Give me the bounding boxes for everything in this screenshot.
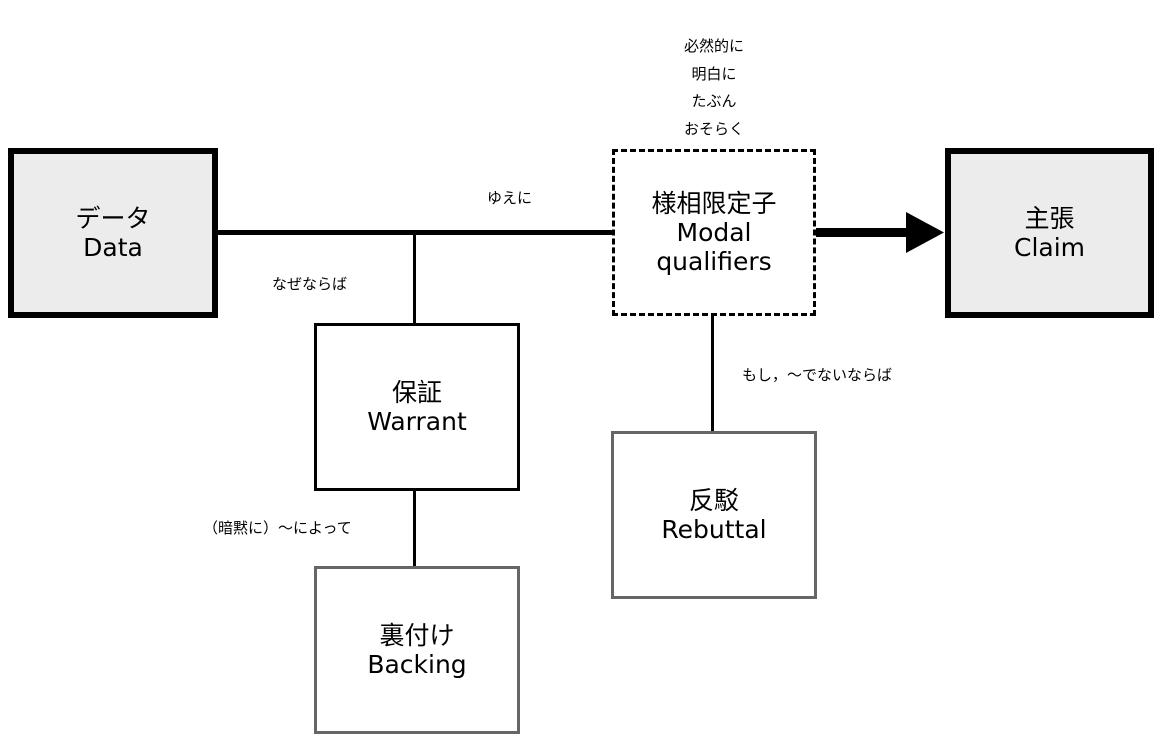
backing-label-en: Backing xyxy=(367,650,467,679)
rebuttal-connector-line xyxy=(711,315,714,432)
qualifier-node: 様相限定子 Modal qualifiers xyxy=(612,149,816,316)
rebuttal-label-en: Rebuttal xyxy=(661,515,767,544)
unless-label: もし，〜でないならば xyxy=(742,366,893,384)
qualifier-examples-list: 必然的に 明白に たぶん おそらく xyxy=(612,33,816,143)
qualifier-label-en1: Modal xyxy=(676,218,752,247)
qualifier-example: おそらく xyxy=(683,119,744,138)
rebuttal-label-ja: 反駁 xyxy=(688,486,739,515)
since-label: なぜならば xyxy=(272,275,348,293)
qualifier-label-ja: 様相限定子 xyxy=(651,189,777,218)
data-node: データ Data xyxy=(8,148,218,318)
on-account-of-label: （暗黙に）〜によって xyxy=(203,519,352,537)
backing-label-ja: 裏付け xyxy=(379,621,455,650)
qualifier-example: 必然的に xyxy=(683,37,744,55)
backing-connector-line xyxy=(413,490,416,568)
warrant-label-ja: 保証 xyxy=(391,378,442,407)
claim-label-ja: 主張 xyxy=(1024,204,1075,233)
warrant-node: 保証 Warrant xyxy=(314,323,520,491)
claim-label-en: Claim xyxy=(1013,233,1086,262)
qualifier-label-en2: qualifiers xyxy=(656,247,772,276)
warrant-label-en: Warrant xyxy=(367,407,467,436)
backing-node: 裏付け Backing xyxy=(314,566,520,734)
rebuttal-node: 反駁 Rebuttal xyxy=(611,431,817,599)
data-label-ja: データ xyxy=(75,204,151,233)
qualifier-example: 明白に xyxy=(691,64,737,83)
data-label-en: Data xyxy=(83,233,143,262)
claim-node: 主張 Claim xyxy=(945,148,1154,318)
qualifier-example: たぶん xyxy=(691,92,737,110)
warrant-connector-line xyxy=(413,232,416,324)
therefore-label: ゆえに xyxy=(487,189,533,207)
